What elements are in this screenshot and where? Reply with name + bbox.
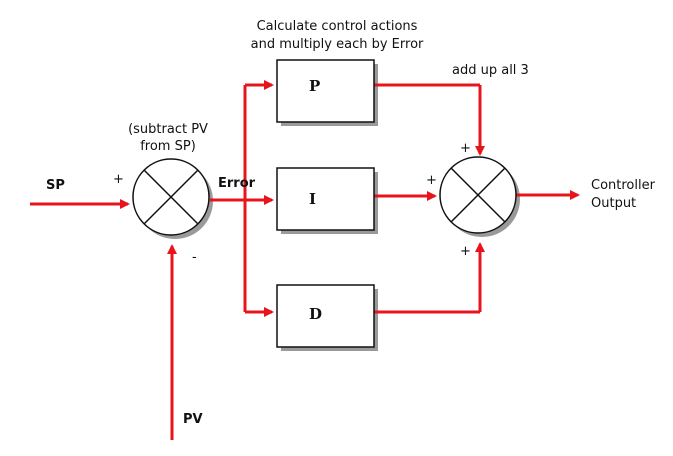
sum2-bottom-plus-sign: + — [460, 244, 471, 259]
i-block — [276, 167, 375, 231]
d-block — [276, 284, 375, 348]
subtract-annotation-line1: (subtract PV — [128, 122, 208, 137]
output-label-line2: Output — [591, 196, 637, 211]
p-block — [276, 59, 375, 123]
sum1-minus-sign: - — [192, 250, 197, 265]
d-block-label: D — [309, 305, 323, 323]
subtract-annotation-line2: from SP) — [140, 139, 196, 154]
add-up-annotation: add up all 3 — [452, 63, 529, 78]
pv-label: PV — [183, 412, 203, 427]
sum1-plus-sign: + — [113, 172, 124, 187]
sum-junction — [439, 156, 517, 234]
error-label: Error — [218, 176, 256, 191]
sum2-top-plus-sign: + — [460, 141, 471, 156]
sum2-left-plus-sign: + — [426, 173, 437, 188]
p-block-label: P — [309, 77, 321, 95]
subtract-junction — [132, 158, 210, 236]
i-block-label: I — [309, 190, 317, 208]
output-label-line1: Controller — [591, 178, 655, 193]
sp-label: SP — [46, 178, 65, 193]
calc-annotation-line1: Calculate control actions — [256, 19, 418, 34]
calc-annotation-line2: and multiply each by Error — [250, 37, 424, 52]
